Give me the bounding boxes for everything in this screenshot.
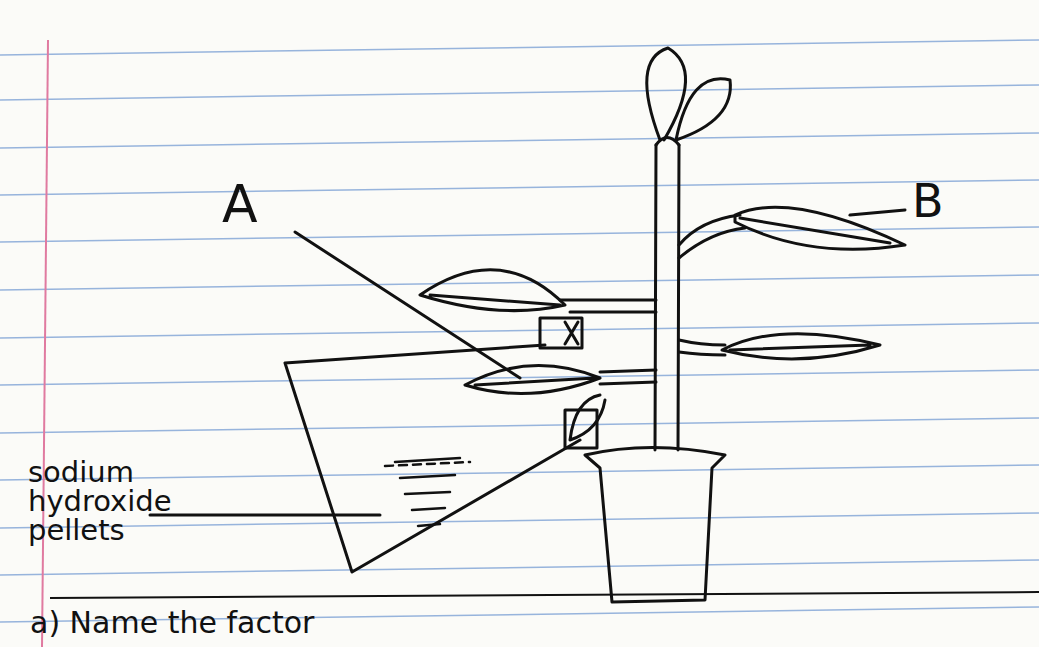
pellets (385, 458, 470, 526)
cotton-plug (540, 318, 582, 348)
margin-line (42, 40, 48, 647)
leader-lines (150, 210, 905, 515)
cotton-plug-mark (565, 322, 578, 344)
stem (655, 145, 679, 450)
label-sodium-hydroxide: sodium hydroxide pellets (28, 458, 168, 545)
leaf (570, 395, 605, 440)
conical-flask (285, 345, 580, 572)
question-text: a) Name the factor (30, 608, 530, 638)
label-a: A (222, 178, 302, 230)
branch (600, 370, 656, 384)
branch (679, 340, 725, 355)
cotton-plug (565, 410, 597, 448)
label-b: B (912, 178, 972, 224)
leaf (722, 334, 880, 359)
leaf-a (465, 366, 600, 394)
leaf (676, 79, 730, 140)
leaf (420, 270, 565, 311)
leaf-b (735, 207, 905, 249)
ruled-lines (0, 40, 1039, 622)
plant-pot (585, 448, 725, 603)
bench-line (50, 592, 1039, 598)
branch (560, 300, 656, 312)
